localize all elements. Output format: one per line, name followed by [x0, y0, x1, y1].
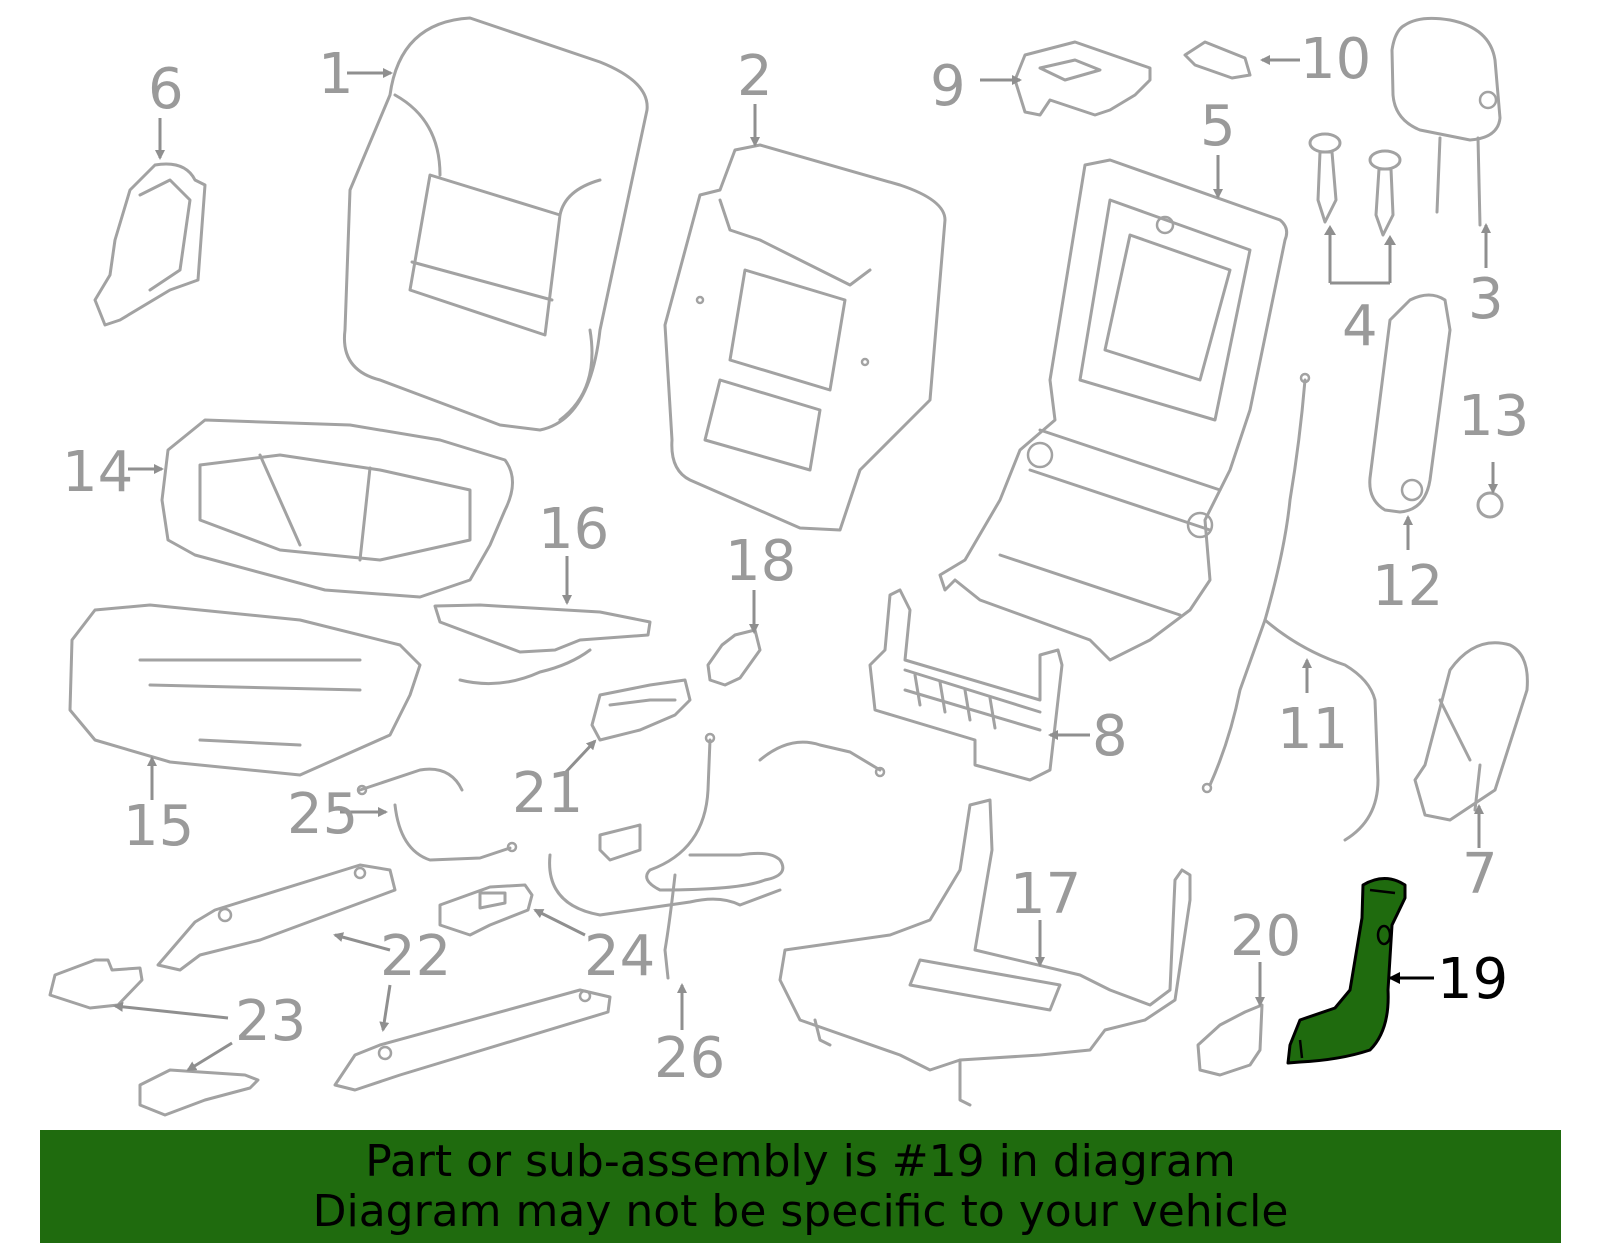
part-18-lever [706, 628, 762, 687]
banner-line-2: Diagram may not be specific to your vehi… [312, 1185, 1289, 1237]
callout-10: 10 [1300, 27, 1371, 92]
part-26-harness [548, 732, 886, 980]
callout-26: 26 [654, 1026, 725, 1091]
part-20-trim [1196, 1003, 1264, 1077]
callout-13: 13 [1458, 384, 1529, 449]
callout-21: 21 [512, 761, 583, 826]
callout-7: 7 [1462, 842, 1498, 907]
part-1-seatback-cover [342, 16, 649, 432]
callout-9: 9 [930, 54, 966, 119]
callout-24: 24 [584, 924, 655, 989]
part-2-seatback-panel [663, 143, 947, 532]
part-19-highlighted-trim [1286, 877, 1407, 1065]
callout-12: 12 [1372, 554, 1443, 619]
callout-22: 22 [380, 924, 451, 989]
callout-23: 23 [235, 989, 306, 1054]
part-23-track-cover-upper [48, 958, 144, 1010]
callout-16: 16 [538, 497, 609, 562]
callout-8: 8 [1092, 704, 1128, 769]
part-17-cushion-frame [778, 798, 1192, 1107]
part-25-wire [356, 767, 518, 862]
part-15-cushion-pad [68, 603, 422, 777]
callout-1: 1 [318, 42, 354, 107]
part-12-cover [1368, 293, 1452, 514]
part-23-track-cover-lower [138, 1068, 260, 1117]
info-banner: Part or sub-assembly is #19 in diagram D… [40, 1130, 1561, 1243]
callout-3: 3 [1468, 267, 1504, 332]
banner-line-1: Part or sub-assembly is #19 in diagram [365, 1135, 1236, 1187]
callout-20: 20 [1230, 904, 1301, 969]
part-9-hinge-cover [1013, 40, 1152, 117]
part-13-plug [1476, 491, 1504, 519]
part-22-seat-track-upper [156, 863, 397, 972]
callout-labels: 1 2 3 4 5 6 7 8 9 10 11 12 13 14 15 16 1… [62, 27, 1529, 1091]
part-6-side-cover [93, 162, 207, 327]
part-10-clip [1183, 40, 1252, 80]
part-16-heater-mat [433, 603, 652, 686]
callout-6: 6 [148, 57, 184, 122]
part-21-handle [590, 678, 692, 742]
callout-4: 4 [1342, 294, 1378, 359]
callout-5: 5 [1200, 94, 1236, 159]
callout-17: 17 [1010, 862, 1081, 927]
part-3-headrest [1390, 16, 1502, 227]
callout-18: 18 [725, 529, 796, 594]
callout-11: 11 [1277, 697, 1348, 762]
part-5-seatback-frame [938, 158, 1289, 662]
callout-2: 2 [737, 44, 773, 109]
part-11-release-cable [1201, 372, 1380, 842]
part-24-cover [438, 883, 534, 937]
callout-14: 14 [62, 440, 133, 505]
callout-25: 25 [287, 782, 358, 847]
callout-19: 19 [1437, 947, 1508, 1012]
part-8-bracket [868, 588, 1064, 782]
part-22-seat-track-lower [333, 988, 612, 1092]
part-14-cushion-cover [160, 418, 514, 599]
part-7-side-cover [1413, 641, 1529, 822]
part-4-headrest-guides [1308, 132, 1402, 237]
callout-15: 15 [123, 794, 194, 859]
callout-leaders [113, 55, 1498, 1072]
